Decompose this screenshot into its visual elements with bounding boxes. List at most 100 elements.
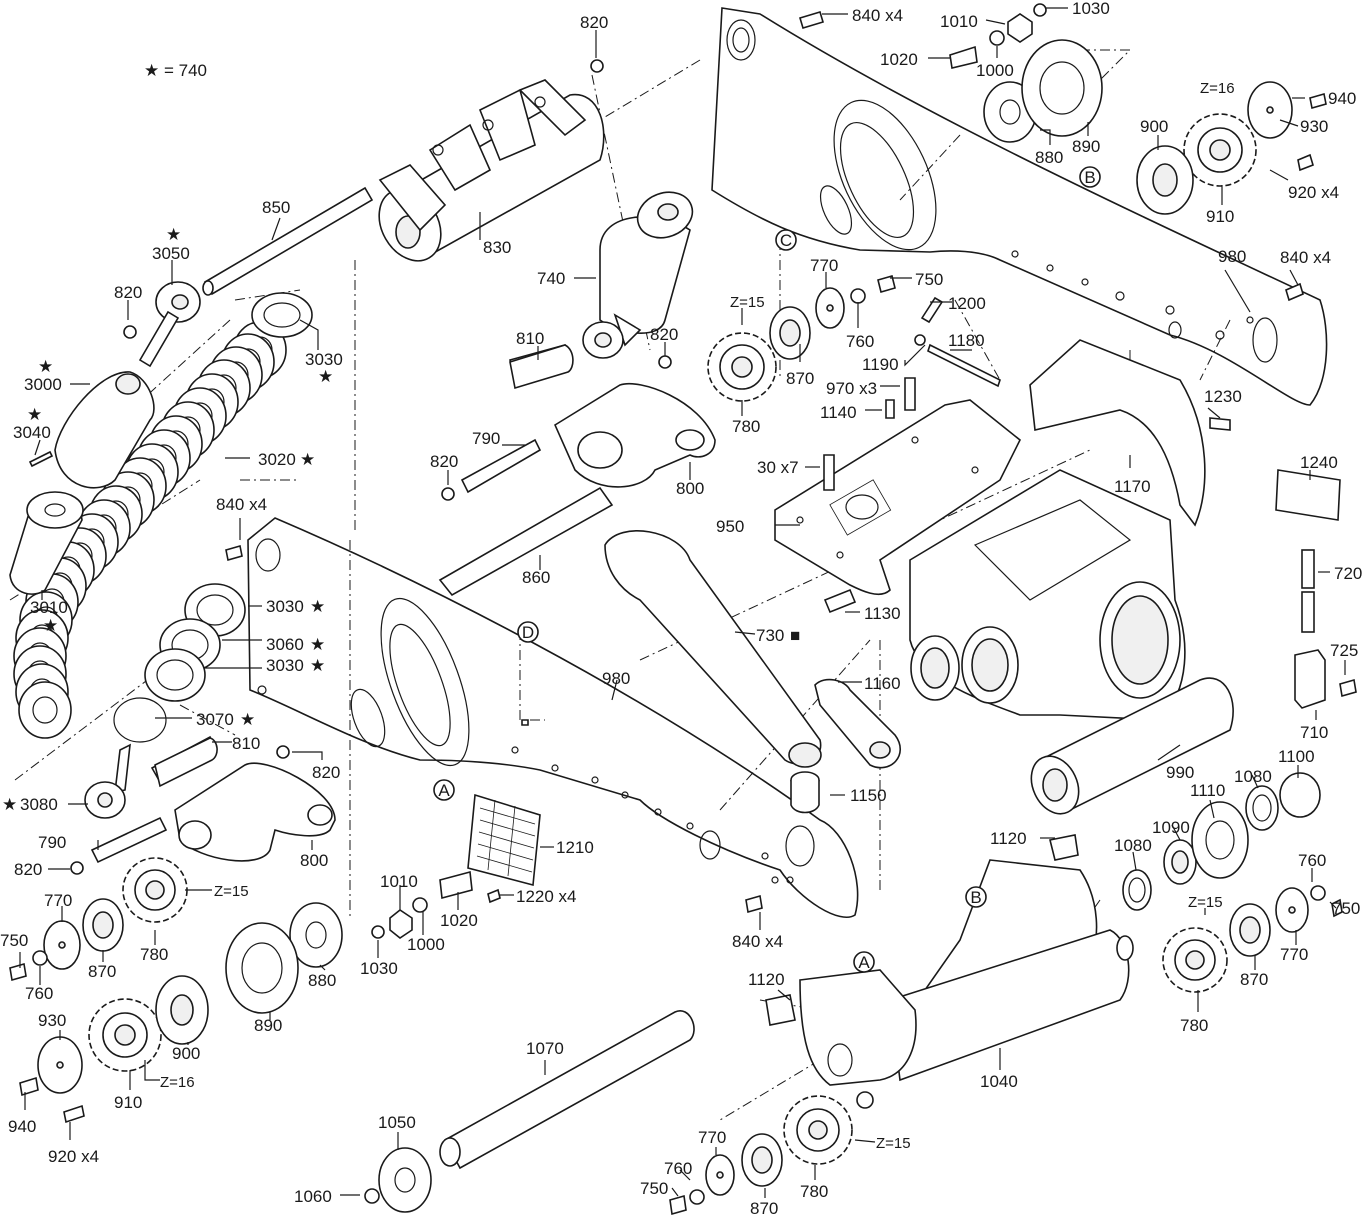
washer-icon	[37, 39, 1321, 1213]
svg-text:D: D	[522, 623, 534, 642]
cylinder-830	[378, 79, 605, 262]
callout-810: 810	[232, 734, 260, 753]
reference-marker-b2: B	[965, 886, 987, 908]
callout-star: ★	[300, 450, 315, 469]
callout-z15: Z=15	[1188, 894, 1223, 911]
callout-930: 930	[38, 1011, 66, 1030]
piston-3010	[9, 491, 84, 595]
callout-970: 970 x3	[826, 379, 877, 398]
callout-1070: 1070	[526, 1039, 564, 1058]
shock-absorber-740	[582, 191, 694, 359]
callout-square: ■	[790, 626, 800, 645]
pin-1130	[823, 588, 857, 614]
data-plate-1210	[467, 793, 541, 887]
pivot-arm-730	[604, 530, 822, 768]
callout-870: 870	[1240, 970, 1268, 989]
callout-1120: 1120	[748, 970, 785, 989]
callout-3070: 3070	[196, 710, 234, 729]
nut-icon	[389, 13, 1033, 939]
bearing-icon	[82, 306, 1271, 1187]
callout-1190: 1190	[862, 355, 899, 374]
callout-780: 780	[1180, 1016, 1208, 1035]
callout-725: 725	[1330, 641, 1358, 660]
callout-1210: 1210	[556, 838, 594, 857]
callout-850: 850	[262, 198, 290, 217]
callout-990: 990	[1166, 763, 1194, 782]
callout-760: 760	[846, 332, 874, 351]
callout-860: 860	[522, 568, 550, 587]
callout-820: 820	[650, 325, 678, 344]
callout-820: 820	[430, 452, 458, 471]
reference-marker-a1: A	[433, 779, 455, 801]
disc-spring-stack-3020	[13, 321, 287, 739]
callout-star: ★	[240, 710, 255, 729]
callout-900: 900	[1140, 117, 1168, 136]
callout-1100: 1100	[1278, 747, 1315, 766]
block-710	[1294, 649, 1326, 709]
callout-780: 780	[732, 417, 760, 436]
callout-1080: 1080	[1114, 836, 1152, 855]
callout-3030: 3030	[305, 350, 343, 369]
callout-890: 890	[254, 1016, 282, 1035]
axle-assembly-1040	[799, 859, 1134, 1109]
callout-770: 770	[810, 256, 838, 275]
callout-1240: 1240	[1300, 453, 1338, 472]
callout-star: ★	[318, 367, 333, 386]
link-800-upper	[438, 344, 716, 597]
callout-820: 820	[14, 860, 42, 879]
callout-1030: 1030	[360, 959, 398, 978]
cover-1170	[1029, 339, 1206, 527]
callout-3080: 3080	[20, 795, 58, 814]
callout-730: 730	[756, 626, 784, 645]
callout-750: 750	[0, 931, 28, 950]
callout-1200: 1200	[948, 294, 986, 313]
callout-1040: 1040	[980, 1072, 1018, 1091]
callout-820: 820	[114, 283, 142, 302]
callout-1000: 1000	[407, 935, 445, 954]
callout-920: 920 x4	[48, 1147, 99, 1166]
callout-30: 30 x7	[757, 458, 799, 477]
callout-1170: 1170	[1114, 477, 1151, 496]
callout-930: 930	[1300, 117, 1328, 136]
callout-750: 750	[640, 1179, 668, 1198]
svg-text:B: B	[1084, 168, 1095, 187]
sleeve-810-upper	[509, 344, 574, 390]
bolt-icon	[9, 11, 1357, 1216]
spur-gear-icon	[1183, 113, 1257, 187]
callout-870: 870	[88, 962, 116, 981]
washers-3030-3060	[113, 292, 313, 743]
callout-770: 770	[1280, 945, 1308, 964]
callout-740: 740	[537, 269, 565, 288]
pin-1150	[790, 771, 820, 814]
shaft-850	[202, 186, 374, 296]
callout-1110: 1110	[1190, 781, 1225, 800]
callout-1080: 1080	[1234, 767, 1272, 786]
callout-940: 940	[8, 1117, 36, 1136]
callout-1090: 1090	[1152, 818, 1190, 837]
callout-780: 780	[140, 945, 168, 964]
callout-840: 840 x4	[1280, 248, 1331, 267]
spur-gear-icon	[707, 332, 777, 402]
callout-1010: 1010	[380, 872, 418, 891]
callout-1000: 1000	[976, 61, 1014, 80]
callout-890: 890	[1072, 137, 1100, 156]
callout-1060: 1060	[294, 1187, 332, 1206]
callout-830: 830	[483, 238, 511, 257]
callout-950: 950	[716, 517, 744, 536]
callout-840: 840 x4	[732, 932, 783, 951]
callout-980: 980	[602, 669, 630, 688]
hub-900	[155, 145, 1194, 1045]
callout-star: ★	[2, 795, 17, 814]
callout-3060: 3060	[266, 635, 304, 654]
callout-star: ★	[27, 405, 42, 424]
callout-3000: 3000	[24, 375, 62, 394]
callout-720: 720	[1334, 564, 1362, 583]
callout-780: 780	[800, 1182, 828, 1201]
callout-800: 800	[300, 851, 328, 870]
callout-3050: 3050	[152, 244, 190, 263]
callout-840: 840 x4	[216, 495, 267, 514]
callout-star: ★	[166, 225, 181, 244]
callout-star: ★	[310, 656, 325, 675]
